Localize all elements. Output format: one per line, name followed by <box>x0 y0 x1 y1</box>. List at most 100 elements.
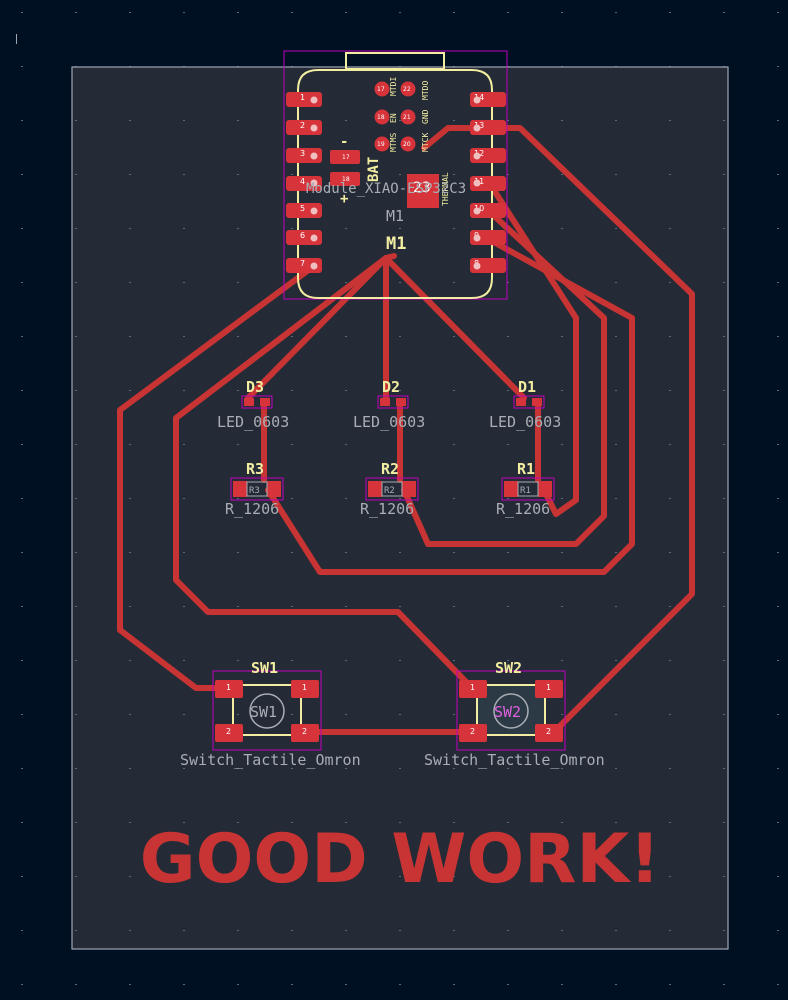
led-d3-pad-1[interactable] <box>244 398 254 406</box>
resistor-r2-courtyard <box>365 477 419 501</box>
module-silkscreen-outline <box>297 69 493 299</box>
jtag-pad-19-label: 19 <box>377 141 385 148</box>
switch-sw1-pad-2b-label: 2 <box>302 727 307 736</box>
switch-sw2[interactable]: 1 1 2 2 SW2 SW2 Switch_Tactile_Omron <box>424 659 605 769</box>
led-d2-pad-1[interactable] <box>380 398 390 406</box>
label-mtms: MTMS <box>389 133 398 152</box>
module-m1[interactable]: 1 2 3 4 5 6 7 14 13 12 11 10 9 <box>283 50 508 300</box>
pad-left-2-label: 2 <box>300 121 305 130</box>
switch-sw1[interactable]: 1 1 2 2 SW1 SW1 Switch_Tactile_Omron <box>180 659 361 769</box>
label-mtck: MTCK <box>421 133 430 152</box>
resistor-r2[interactable]: R2 R2 R_1206 <box>360 460 419 518</box>
resistor-r1-pad-1[interactable] <box>504 481 518 497</box>
jtag-pads: 17 22 18 21 19 20 <box>374 81 416 152</box>
switch-sw2-pad-2a[interactable] <box>459 724 487 742</box>
thermal-pad[interactable]: 23 <box>407 174 439 208</box>
battery-pad-17[interactable] <box>330 150 360 164</box>
switch-sw1-reference: SW1 <box>251 659 278 677</box>
thermal-pad-label: 23 <box>413 180 431 196</box>
led-d1-pad-1[interactable] <box>516 398 526 406</box>
switch-sw2-pad-1b[interactable] <box>535 680 563 698</box>
led-d1-reference: D1 <box>518 378 536 396</box>
trace-r1-pin11 <box>487 181 579 517</box>
switch-sw1-pad-1b[interactable] <box>291 680 319 698</box>
resistor-r2-body <box>381 481 403 497</box>
led-d3-reference: D3 <box>246 378 264 396</box>
switch-sw2-courtyard <box>456 670 566 751</box>
switch-sw1-pad-2b[interactable] <box>291 724 319 742</box>
resistor-r1-pad-2[interactable] <box>538 481 552 497</box>
switch-sw1-silkscreen <box>232 684 302 736</box>
led-d3-pad-2[interactable] <box>260 398 270 406</box>
pad-left-3-label: 3 <box>300 149 305 158</box>
resistor-r1-fab-reference: R1 <box>520 486 531 496</box>
resistor-r3-pad-2[interactable] <box>267 481 281 497</box>
switch-sw2-actuator <box>493 693 529 729</box>
jtag-pad-17[interactable] <box>374 81 390 97</box>
resistor-r3-reference: R3 <box>246 460 264 478</box>
right-pad-dots <box>473 96 481 270</box>
battery-pad-18[interactable] <box>330 172 360 186</box>
led-d1-courtyard <box>513 395 545 409</box>
switch-sw2-reference: SW2 <box>495 659 522 677</box>
label-mtdo: MTDO <box>421 81 430 100</box>
led-d2[interactable]: D2 LED_0603 <box>353 378 425 431</box>
resistor-r2-pad-1[interactable] <box>368 481 382 497</box>
label-thermal: THERMAL <box>441 172 450 206</box>
jtag-labels: MTDI MTDO EN GND MTMS MTCK THERMAL <box>389 77 450 206</box>
resistor-r3[interactable]: R3 R3 R_1206 <box>225 460 284 518</box>
label-gnd: GND <box>421 109 430 124</box>
trace-sw1-pin7 <box>117 263 317 691</box>
pad-left-1-label: 1 <box>300 93 305 102</box>
jtag-pad-20[interactable] <box>400 136 416 152</box>
module-fab-reference: M1 <box>386 207 404 225</box>
switch-sw2-fab-reference: SW2 <box>494 703 521 721</box>
resistor-r1-body <box>517 481 539 497</box>
resistor-r1-reference: R1 <box>517 460 535 478</box>
led-d3[interactable]: D3 LED_0603 <box>217 378 289 431</box>
led-d1[interactable]: D1 LED_0603 <box>489 378 561 431</box>
origin-marker <box>16 34 17 44</box>
resistor-r3-value: R_1206 <box>225 500 279 518</box>
resistor-r1[interactable]: R1 R1 R_1206 <box>496 460 555 518</box>
battery-pad-18-label: 18 <box>342 176 350 183</box>
led-d2-courtyard <box>377 395 409 409</box>
switch-sw1-pad-2a[interactable] <box>215 724 243 742</box>
left-pad-dots <box>310 96 318 270</box>
pad-left-5-label: 5 <box>300 204 305 213</box>
battery-plus-label: + <box>340 191 348 207</box>
module-value-label: Module_XIAO-ESP32C3 <box>306 181 466 197</box>
battery-pad-17-label: 17 <box>342 154 350 161</box>
trace-sw2-pin13 <box>421 125 695 735</box>
led-d2-pad-2[interactable] <box>396 398 406 406</box>
switch-sw1-pad-1a-label: 1 <box>226 683 231 692</box>
jtag-pad-18[interactable] <box>374 109 390 125</box>
jtag-pad-22[interactable] <box>400 81 416 97</box>
switch-sw1-actuator <box>249 693 285 729</box>
module-right-pads: 14 13 12 11 10 9 8 <box>470 92 506 273</box>
battery-label: BAT <box>366 157 382 182</box>
switch-sw2-value: Switch_Tactile_Omron <box>424 751 605 769</box>
led-d3-courtyard <box>241 395 273 409</box>
resistor-r2-reference: R2 <box>381 460 399 478</box>
resistor-r2-pad-2[interactable] <box>402 481 416 497</box>
led-d1-value: LED_0603 <box>489 413 561 431</box>
jtag-pad-18-label: 18 <box>377 114 385 121</box>
jtag-pad-21[interactable] <box>400 109 416 125</box>
trace-led-bus-right <box>383 255 527 401</box>
trace-r3-pin9 <box>265 237 635 575</box>
resistor-r3-pad-1[interactable] <box>233 481 247 497</box>
led-d1-pad-2[interactable] <box>532 398 542 406</box>
switch-sw1-pad-1a[interactable] <box>215 680 243 698</box>
switch-sw2-pad-2b[interactable] <box>535 724 563 742</box>
trace-r2-pin10 <box>401 209 607 547</box>
resistor-r3-body <box>246 481 268 497</box>
switch-sw1-pad-2a-label: 2 <box>226 727 231 736</box>
switch-sw2-pad-1a[interactable] <box>459 680 487 698</box>
module-left-pads: 1 2 3 4 5 6 7 <box>286 92 322 273</box>
jtag-pad-20-label: 20 <box>403 141 411 148</box>
pad-left-4-label: 4 <box>300 177 305 186</box>
jtag-pad-19[interactable] <box>374 136 390 152</box>
resistor-r2-fab-reference: R2 <box>384 486 395 496</box>
